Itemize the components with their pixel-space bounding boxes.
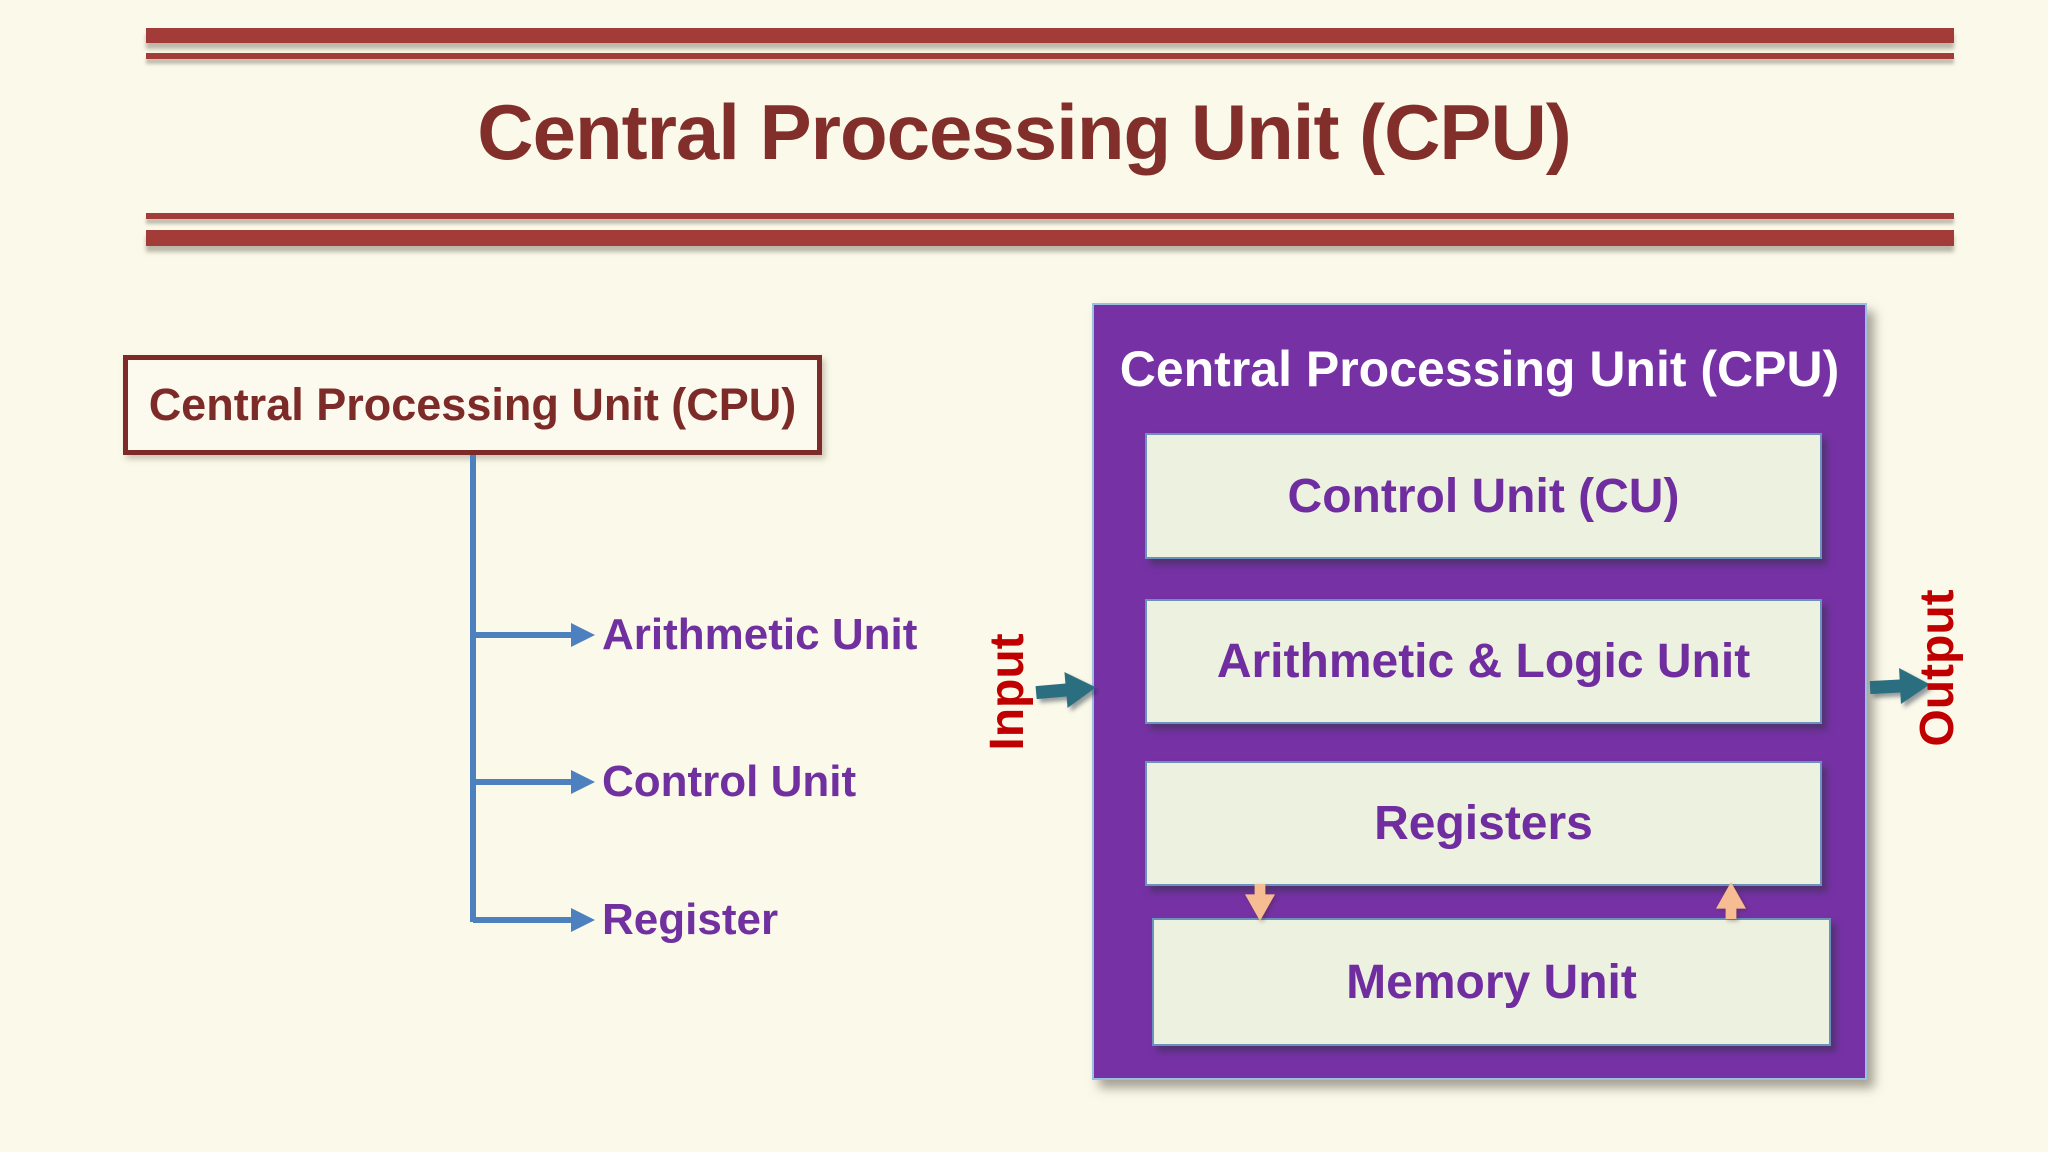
arrow-down-icon xyxy=(1245,884,1275,921)
memory-to-registers-arrow xyxy=(1716,882,1746,919)
input-arrow-icon xyxy=(1035,669,1098,710)
page-title: Central Processing Unit (CPU) xyxy=(477,88,1572,176)
cpu-block-registers: Registers xyxy=(1145,761,1822,886)
cpu-block-alu: Arithmetic & Logic Unit xyxy=(1145,599,1822,724)
cpu-block-memory-unit: Memory Unit xyxy=(1152,918,1831,1046)
tree-item-arithmetic-unit: Arithmetic Unit xyxy=(602,610,918,659)
registers-to-memory-arrow xyxy=(1245,884,1275,921)
cpu-diagram-box: Central Processing Unit (CPU) Control Un… xyxy=(1092,303,1867,1080)
input-label: Input xyxy=(980,633,1034,751)
arrow-right-icon xyxy=(571,908,595,932)
tree-item-control-unit: Control Unit xyxy=(602,757,857,806)
header-rule-top-thin xyxy=(146,53,1954,59)
cpu-diagram-title: Central Processing Unit (CPU) xyxy=(1119,341,1840,397)
arrow-right-icon xyxy=(571,770,595,794)
header-rule-bottom-thick xyxy=(146,230,1954,246)
header-rule-bottom-thin xyxy=(146,213,1954,219)
arrow-right-icon xyxy=(571,623,595,647)
tree-item-register: Register xyxy=(602,895,779,944)
header-rule-top-thick xyxy=(146,28,1954,43)
tree-branch-line xyxy=(473,632,573,638)
cpu-block-control-unit: Control Unit (CU) xyxy=(1145,433,1822,559)
tree-vertical-connector xyxy=(470,455,476,922)
tree-branch-line xyxy=(473,917,573,923)
arrow-right-icon xyxy=(1035,669,1098,710)
output-label: Output xyxy=(1910,589,1964,747)
tree-root-box: Central Processing Unit (CPU) xyxy=(123,355,822,455)
tree-branch-line xyxy=(473,779,573,785)
arrow-up-icon xyxy=(1716,882,1746,919)
